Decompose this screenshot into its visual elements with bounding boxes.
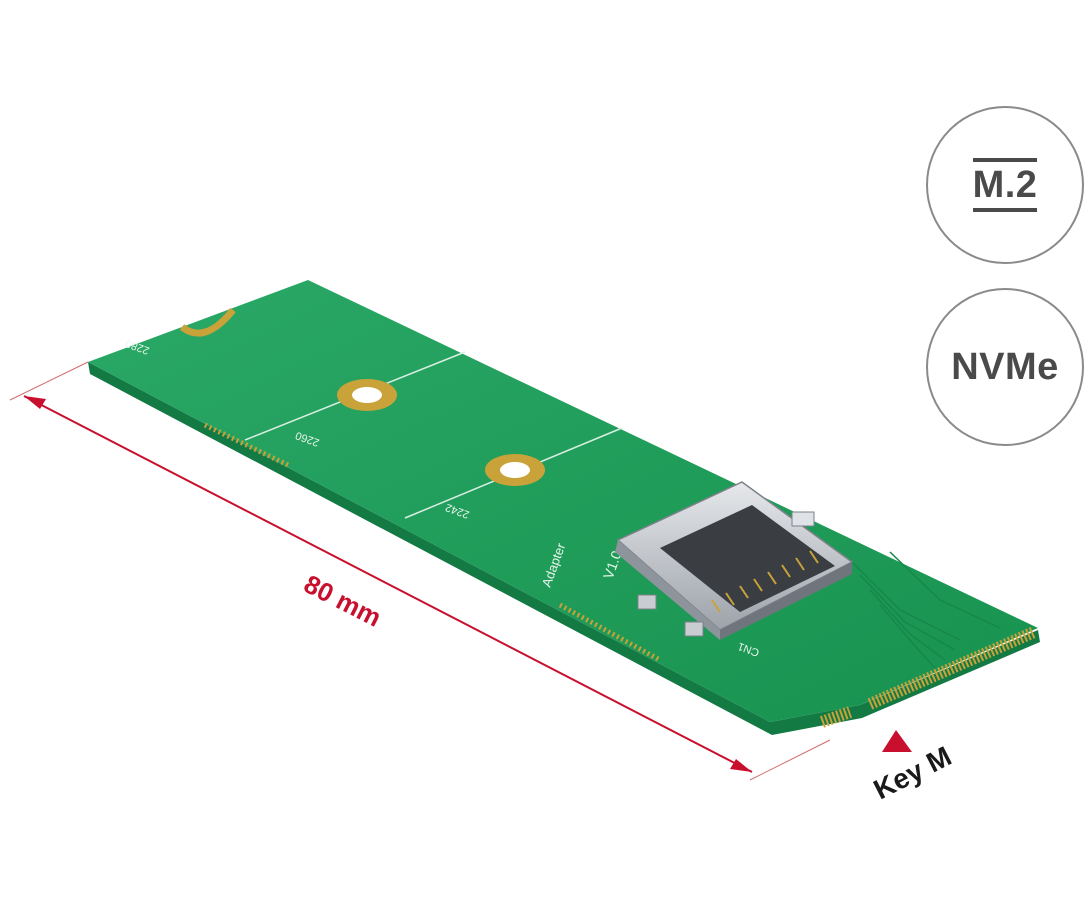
nvme-badge-label: NVMe xyxy=(951,345,1059,388)
m2-badge: M.2 xyxy=(926,106,1084,264)
key-arrow-icon xyxy=(882,730,912,752)
key-label: Key M xyxy=(869,740,957,805)
length-label: 80 mm xyxy=(299,569,386,633)
pcb-board xyxy=(88,280,1040,735)
oculink-connector xyxy=(615,481,854,640)
nvme-badge: NVMe xyxy=(926,288,1084,446)
m2-badge-label: M.2 xyxy=(972,158,1038,212)
key-m-indicator: Key M xyxy=(869,730,957,805)
